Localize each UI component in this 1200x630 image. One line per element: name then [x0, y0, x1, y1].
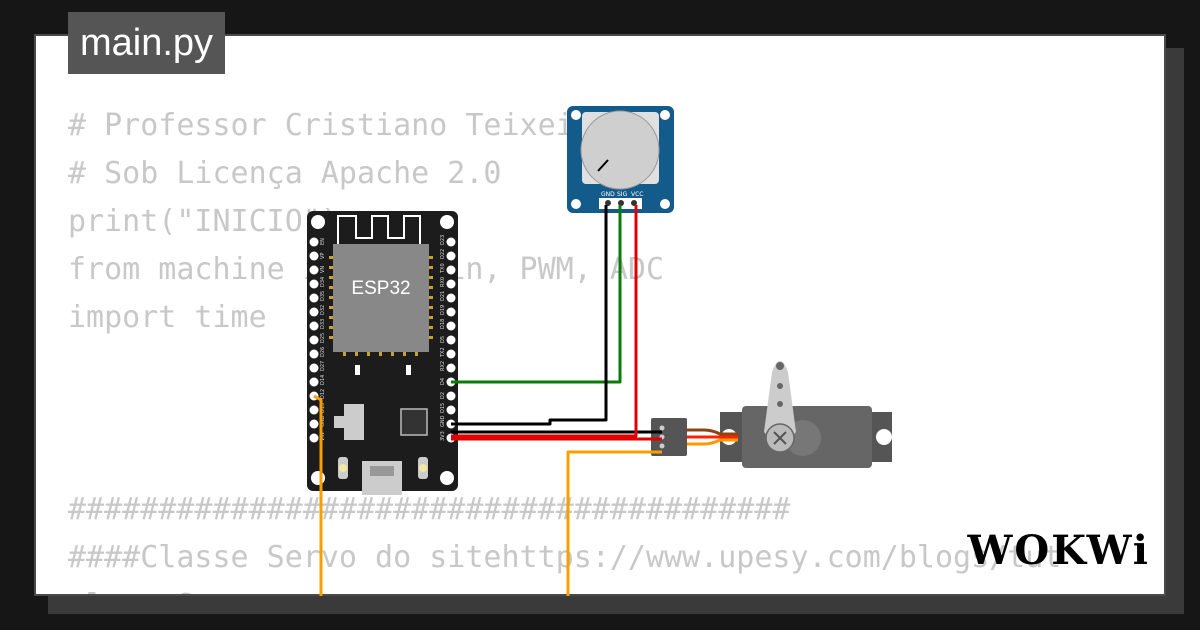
- wire-orange-servo-pwm[interactable]: [566, 450, 662, 596]
- pin-label: D13: [320, 403, 326, 413]
- pin-label: D35: [320, 291, 326, 301]
- pin-label: D12: [320, 389, 326, 399]
- code-line: class Servo:: [68, 582, 285, 594]
- wokwi-logo: WOKWi: [967, 527, 1150, 574]
- pin-label: D15: [440, 403, 446, 413]
- voltage-regulator: [344, 404, 364, 440]
- potentiometer[interactable]: GND SIG VCC: [567, 106, 674, 213]
- file-tab[interactable]: main.py: [68, 12, 226, 74]
- pin-label: GND: [320, 415, 326, 427]
- servo-connector: [651, 418, 687, 456]
- pin-label: D5: [440, 336, 446, 343]
- wokwi-logo-text: WOKWi: [967, 527, 1150, 574]
- esp32-module: [333, 244, 429, 352]
- wire-green-signal[interactable]: [451, 205, 622, 384]
- pot-pin-label: VCC: [631, 191, 643, 198]
- pin-label: TX2: [440, 347, 446, 358]
- code-line: ########################################: [68, 492, 791, 527]
- servo-motor[interactable]: [651, 361, 892, 468]
- pin-label: RX2: [440, 361, 446, 371]
- pin-label: D34: [320, 277, 326, 287]
- pin-label: GND: [440, 415, 446, 427]
- pin-label: D26: [320, 347, 326, 357]
- pin-label: TX0: [440, 263, 446, 274]
- pin-label: VIN: [320, 432, 326, 441]
- pin-label: D33: [320, 319, 326, 329]
- pin-label: VP: [320, 253, 326, 259]
- circuit-diagram: ESP32 EN VP VN D34 D35 D32 D33 D25 D26 D…: [307, 106, 892, 596]
- pin-label: D21: [440, 291, 446, 301]
- wires: [313, 205, 662, 596]
- esp32-right-header: [446, 237, 456, 443]
- pin-label: D19: [440, 305, 446, 315]
- usb-uart-chip: [400, 408, 428, 436]
- pot-pin-label: SIG: [617, 191, 628, 198]
- code-editor[interactable]: # Professor Cristiano Teixeira # Sob Lic…: [68, 36, 1061, 594]
- pin-label: D22: [440, 249, 446, 259]
- pin-label: D18: [440, 319, 446, 329]
- pin-label: 3V3: [440, 431, 446, 441]
- pin-label: D14: [320, 375, 326, 385]
- code-line: ####Classe Servo do sitehttps://www.upes…: [68, 540, 1062, 575]
- pin-label: D2: [440, 392, 446, 399]
- pot-pin-label: GND: [601, 191, 615, 198]
- pin-label: VN: [320, 266, 326, 273]
- esp32-chip-label: ESP32: [351, 278, 410, 299]
- wire-red-vcc[interactable]: [451, 205, 638, 438]
- pin-label: D23: [440, 235, 446, 245]
- pin-label: D27: [320, 361, 326, 371]
- pot-knob[interactable]: [580, 110, 660, 190]
- esp32-left-header: [309, 237, 319, 443]
- esp32-board[interactable]: ESP32 EN VP VN D34 D35 D32 D33 D25 D26 D…: [307, 211, 458, 495]
- wire-orange-left[interactable]: [313, 394, 323, 596]
- pin-label: EN: [320, 238, 326, 245]
- wire-black-gnd[interactable]: [451, 205, 608, 426]
- code-line: print("INICIO"): [68, 204, 339, 239]
- code-line: import time: [68, 300, 267, 335]
- pin-label: D4: [440, 378, 446, 385]
- code-line: # Sob Licença Apache 2.0: [68, 156, 502, 191]
- pin-label: D32: [320, 305, 326, 315]
- pin-label: D25: [320, 333, 326, 343]
- pin-label: RX0: [440, 277, 446, 287]
